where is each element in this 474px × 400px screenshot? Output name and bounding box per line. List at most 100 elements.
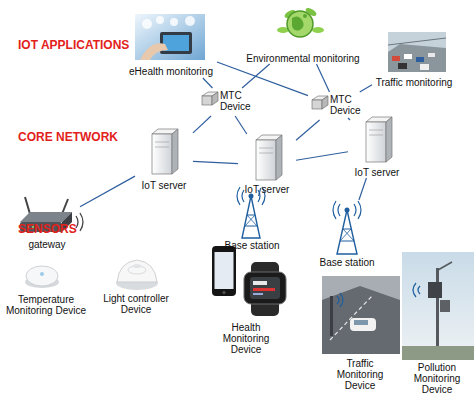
car	[398, 63, 407, 69]
app-icon	[142, 19, 152, 29]
network-link	[80, 176, 135, 207]
car	[404, 54, 412, 59]
node-label: Traffic Monitoring Device	[330, 358, 390, 391]
signal-wave	[242, 190, 244, 202]
globe	[287, 11, 313, 37]
wifi-wave	[418, 286, 420, 294]
network-link	[242, 64, 270, 88]
node-label: Traffic monitoring	[372, 77, 456, 88]
photo-frame	[322, 276, 400, 354]
mtc-device-icon	[312, 96, 328, 109]
node-label: IoT server	[135, 180, 193, 191]
wifi-wave	[413, 283, 416, 297]
node-label: Pollution Monitoring Device	[407, 362, 467, 395]
app-icon	[185, 16, 195, 26]
network-link	[316, 64, 329, 92]
continent	[303, 14, 307, 18]
device-node: IoT server	[348, 116, 406, 178]
server-slot	[369, 135, 383, 136]
server-icon	[366, 117, 392, 162]
tower-bar	[343, 229, 351, 230]
continent	[292, 16, 304, 30]
road	[388, 44, 446, 72]
network-link	[296, 152, 348, 161]
server-slot	[155, 142, 169, 143]
node-label: IoT server	[238, 184, 296, 195]
tower-bar	[245, 215, 255, 226]
wifi-wave	[340, 293, 343, 307]
tower-bar	[247, 215, 257, 226]
wifi-wave	[337, 296, 339, 304]
device-node: MTC Device	[198, 88, 254, 116]
signal-wave	[338, 204, 340, 216]
node-label: Base station	[220, 240, 284, 251]
tower-bar	[340, 229, 351, 241]
tablet-body	[160, 32, 192, 54]
sensor-body	[26, 266, 58, 286]
node-label: Temperature Monitoring Device	[0, 294, 92, 316]
traffic-photo	[388, 32, 446, 72]
car-window	[354, 320, 368, 325]
app-icon	[170, 18, 178, 26]
server-front	[152, 134, 172, 174]
watch-strap	[251, 262, 279, 316]
light-controller	[116, 260, 158, 290]
watch-display-bar	[253, 288, 275, 291]
network-link	[296, 120, 320, 140]
section-label: SENSORS	[18, 222, 77, 236]
environment-globe	[277, 6, 324, 37]
device-node: Traffic Monitoring Device	[318, 272, 402, 390]
device-node: IoT server	[135, 128, 193, 192]
sensor-arm	[438, 262, 452, 270]
node-label: Light controller Device	[95, 293, 177, 315]
server-front	[256, 140, 276, 180]
device-node: eHealth monitoring	[125, 12, 217, 78]
mtc-device-icon	[202, 92, 218, 105]
car	[350, 318, 376, 331]
sensor-box	[428, 282, 442, 298]
sensor-light	[40, 272, 44, 276]
server-side	[276, 135, 282, 180]
server-slot	[259, 153, 273, 154]
tower-bar	[340, 241, 354, 242]
road	[322, 286, 400, 354]
device-node: Health Monitoring Device	[198, 242, 294, 354]
network-link	[359, 178, 367, 200]
node-label: eHealth monitoring	[125, 66, 217, 77]
device-node: IoT server	[238, 134, 296, 196]
signal-wave	[354, 204, 356, 216]
section-label: IOT APPLICATIONS	[18, 38, 129, 52]
network-link	[360, 85, 372, 92]
photo-frame	[135, 14, 205, 60]
antenna-top	[345, 208, 350, 213]
node-label: Health Monitoring Device	[215, 322, 277, 355]
node-label: Base station	[314, 257, 380, 268]
server-front	[366, 122, 386, 162]
server-slot	[369, 130, 383, 131]
base-station-tower	[333, 201, 361, 254]
network-link	[348, 118, 350, 120]
leaf	[312, 27, 324, 33]
tower-frame	[242, 196, 260, 238]
car	[420, 64, 429, 70]
cube-front	[312, 100, 322, 109]
health-devices	[212, 246, 286, 316]
photo-frame	[388, 32, 446, 72]
signal-wave	[358, 201, 361, 219]
device-node: Pollution Monitoring Device	[400, 250, 474, 396]
controller-ring	[133, 264, 141, 268]
controller-dome	[117, 260, 157, 282]
server-icon	[152, 129, 178, 174]
ground	[402, 346, 474, 360]
cube-front	[202, 96, 212, 105]
phone-body	[212, 246, 236, 296]
cube-side	[322, 96, 328, 109]
pollution-device-photo	[402, 252, 474, 360]
ehealth-picture	[135, 14, 205, 60]
device-node: Temperature Monitoring Device	[0, 258, 92, 328]
signal-wave	[237, 187, 240, 205]
device-node: Light controller Device	[95, 255, 177, 317]
watch-display-bar	[253, 293, 263, 295]
watch-display-bar	[253, 281, 267, 285]
